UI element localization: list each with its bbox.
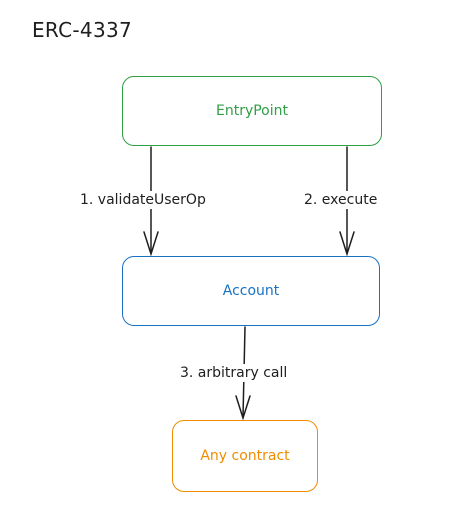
edge-label-call: 3. arbitrary call [178, 364, 290, 382]
node-any-contract-label: Any contract [200, 448, 290, 464]
diagram-title: ERC-4337 [32, 18, 133, 42]
edge-label-validate: 1. validateUserOp [78, 191, 208, 209]
node-any-contract[interactable]: Any contract [172, 420, 318, 492]
node-account[interactable]: Account [122, 256, 380, 326]
node-entrypoint[interactable]: EntryPoint [122, 76, 382, 146]
edge-label-execute: 2. execute [302, 191, 380, 209]
node-entrypoint-label: EntryPoint [215, 103, 288, 119]
node-account-label: Account [222, 283, 280, 299]
